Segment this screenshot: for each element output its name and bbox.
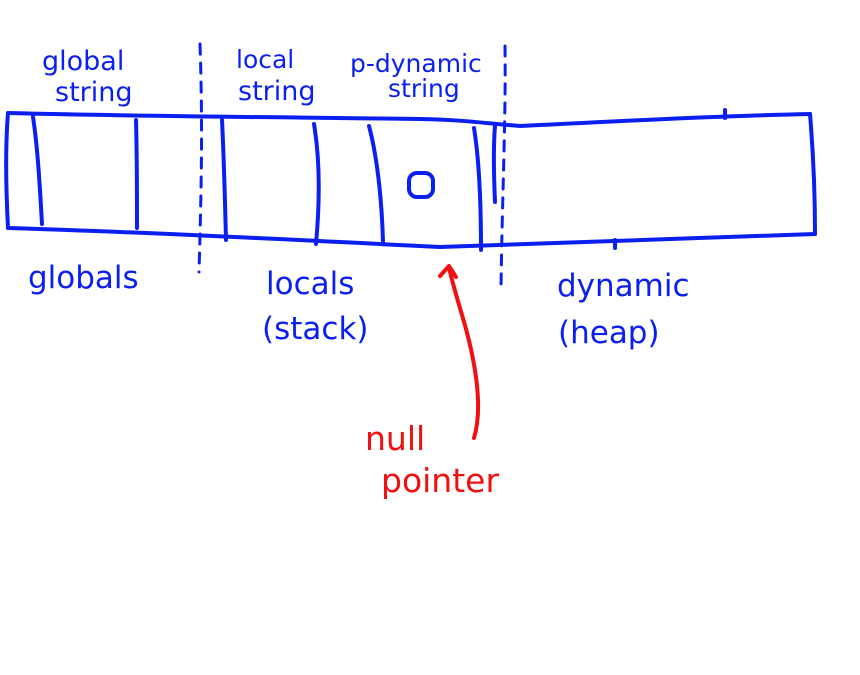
null-pointer-annotation: null pointer bbox=[365, 264, 499, 500]
bottom-labels: globals locals (stack) dynamic (heap) bbox=[28, 260, 690, 351]
memory-strip-right-edge bbox=[808, 112, 817, 236]
divider-dynamic-string-right bbox=[472, 126, 483, 252]
local-string-label-line2: string bbox=[238, 76, 316, 107]
memory-strip-left-edge bbox=[4, 111, 10, 230]
local-string-label-line1: local bbox=[236, 45, 294, 74]
divider-global-string-right bbox=[134, 118, 139, 230]
global-string-label-line1: global bbox=[42, 46, 124, 77]
null-pointer-arrow-head bbox=[438, 264, 458, 279]
top-labels: global string local string p-dynamic str… bbox=[42, 45, 482, 108]
dynamic-string-label-line1: p-dynamic bbox=[350, 49, 482, 78]
global-string-label-line2: string bbox=[55, 77, 133, 108]
section-boundaries bbox=[197, 42, 507, 292]
memory-strip bbox=[4, 111, 817, 249]
divider-local-string-right bbox=[312, 122, 321, 246]
cell-dividers bbox=[31, 115, 497, 252]
globals-locals-boundary bbox=[197, 42, 204, 274]
memory-strip-bottom-edge bbox=[6, 226, 817, 249]
divider-global-string-left bbox=[31, 115, 44, 226]
memory-strip-top-edge bbox=[6, 111, 812, 128]
dynamic-region-divider bbox=[491, 124, 497, 204]
null-value bbox=[407, 171, 435, 199]
divider-dynamic-string-left bbox=[367, 124, 385, 244]
null-value-circle bbox=[407, 171, 435, 199]
dynamic-label-line1: dynamic bbox=[557, 268, 690, 304]
dynamic-string-label-line2: string bbox=[388, 74, 460, 103]
null-pointer-label-line1: null bbox=[365, 419, 425, 458]
dynamic-label-line2: (heap) bbox=[558, 315, 660, 351]
globals-label: globals bbox=[28, 260, 139, 296]
locals-label-line2: (stack) bbox=[262, 311, 369, 347]
locals-label-line1: locals bbox=[266, 266, 354, 302]
divider-local-string-left bbox=[220, 118, 228, 242]
null-pointer-label-line2: pointer bbox=[381, 461, 499, 500]
locals-heap-boundary bbox=[499, 44, 507, 292]
null-pointer-arrow-shaft bbox=[447, 266, 481, 440]
